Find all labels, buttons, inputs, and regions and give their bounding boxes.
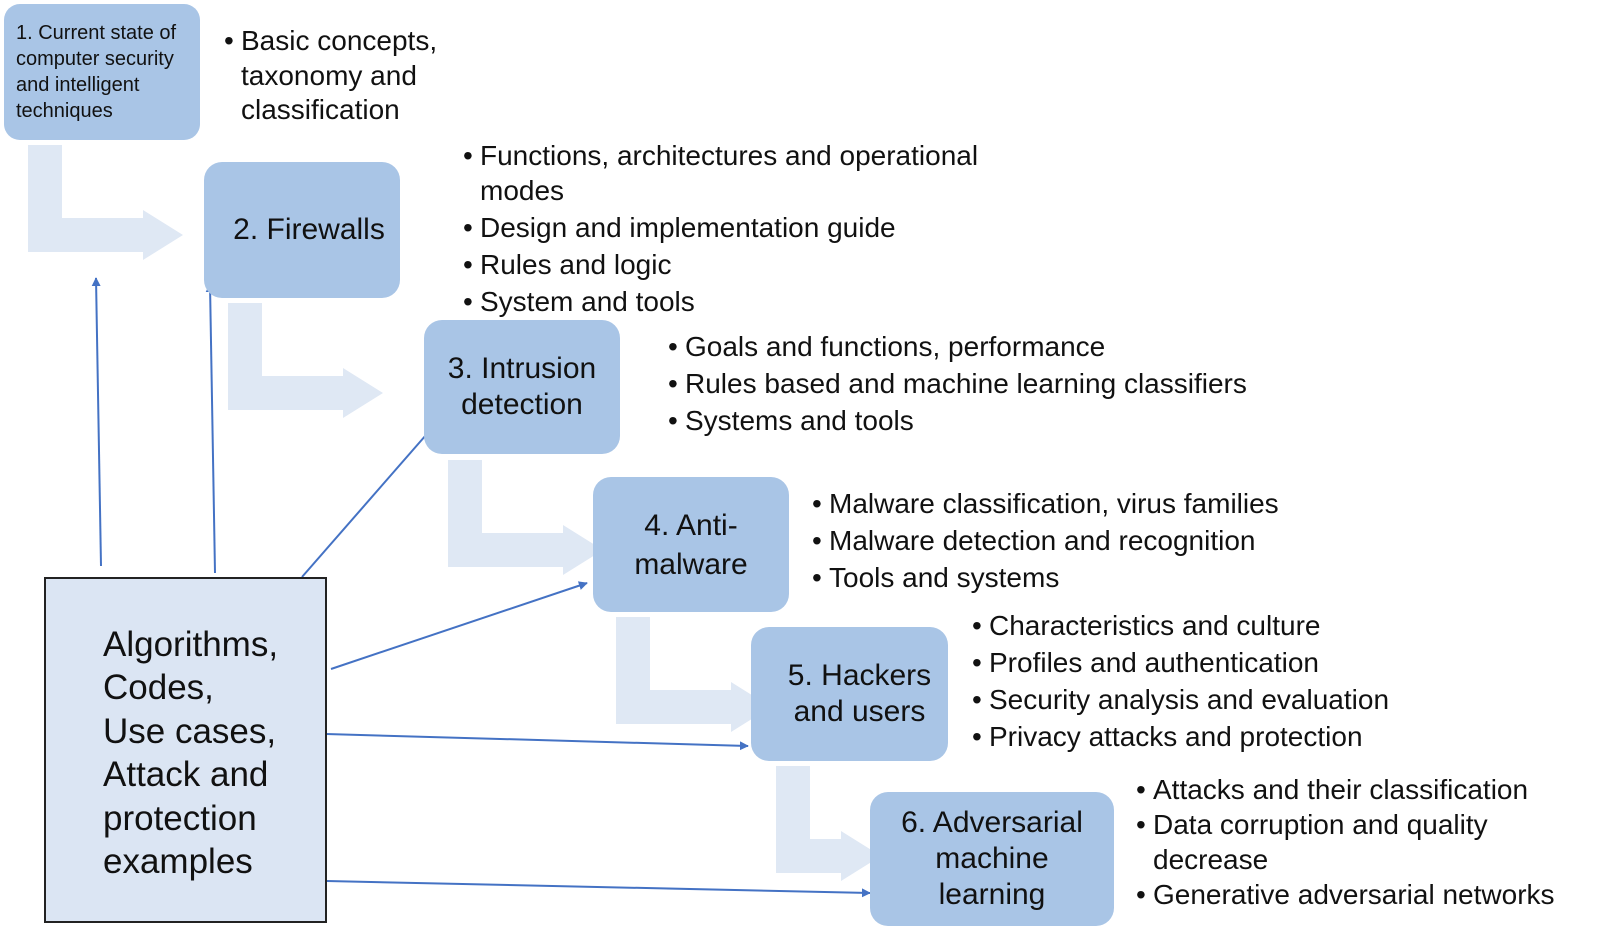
step-2-label: 2. Firewalls <box>233 213 385 246</box>
step-1-bullet-list: Basic concepts, taxonomy and classificat… <box>224 24 437 128</box>
step-1-box: 1. Current state of computer security an… <box>4 4 200 140</box>
flow-arrow-1-to-2 <box>28 145 183 260</box>
bullet-item: Characteristics and culture <box>972 609 1389 644</box>
bullet-item: Profiles and authentication <box>972 646 1389 681</box>
algorithms-source-label: Algorithms, Codes, Use cases, Attack and… <box>103 624 279 882</box>
bullet-item: System and tools <box>463 285 978 320</box>
connector-arrow-to-step-3 <box>301 426 434 578</box>
bullet-item: Generative adversarial networks <box>1136 878 1555 913</box>
connector-arrows <box>91 277 871 898</box>
bullet-item: Functions, architectures and operational… <box>463 139 978 208</box>
bullet-item: Malware detection and recognition <box>812 524 1279 559</box>
step-1-label: 1. Current state of computer security an… <box>16 22 177 122</box>
connector-arrow-to-step-6 <box>326 880 871 898</box>
flow-arrow-4-to-5 <box>616 617 771 732</box>
step-5-box: 5. Hackers and users <box>751 627 948 761</box>
step-5-label: 5. Hackers and users <box>787 659 932 728</box>
flow-arrow-3-to-4 <box>448 460 603 575</box>
bullet-item: Data corruption and quality decrease <box>1136 808 1555 877</box>
bullet-item: Malware classification, virus families <box>812 487 1279 522</box>
flow-arrows <box>28 145 881 881</box>
step-4-bullet-list: Malware classification, virus families M… <box>812 487 1279 598</box>
bullet-item: Rules and logic <box>463 248 978 283</box>
step-5-bullet-list: Characteristics and culture Profiles and… <box>972 609 1389 757</box>
step-4-box: 4. Anti- malware <box>593 477 789 612</box>
bullet-item: Rules based and machine learning classif… <box>668 367 1247 402</box>
step-2-bullet-list: Functions, architectures and operational… <box>463 139 978 322</box>
step-2-box: 2. Firewalls <box>204 162 400 298</box>
connector-arrow-to-step-5 <box>325 733 749 751</box>
step-6-label: 6. Adversarial machine learning <box>901 806 1083 911</box>
bullet-item: Goals and functions, performance <box>668 330 1247 365</box>
bullet-item: Security analysis and evaluation <box>972 683 1389 718</box>
step-6-bullet-list: Attacks and their classification Data co… <box>1136 773 1555 913</box>
bullet-item: Privacy attacks and protection <box>972 720 1389 755</box>
bullet-item: Tools and systems <box>812 561 1279 596</box>
bullet-item: Attacks and their classification <box>1136 773 1555 808</box>
step-3-bullet-list: Goals and functions, performance Rules b… <box>668 330 1247 441</box>
bullet-item: Basic concepts, taxonomy and classificat… <box>224 24 437 128</box>
algorithms-source-box: Algorithms, Codes, Use cases, Attack and… <box>44 577 327 923</box>
connector-arrow-to-step-1 <box>91 277 102 567</box>
bullet-item: Design and implementation guide <box>463 211 978 246</box>
flow-arrow-5-to-6 <box>776 766 881 881</box>
step-3-box: 3. Intrusion detection <box>424 320 620 454</box>
flow-arrow-2-to-3 <box>228 303 383 418</box>
step-6-box: 6. Adversarial machine learning <box>870 792 1114 926</box>
connector-arrow-to-step-2 <box>205 283 216 574</box>
connector-arrow-to-step-4 <box>330 581 588 670</box>
bullet-item: Systems and tools <box>668 404 1247 439</box>
step-4-label: 4. Anti- malware <box>634 508 748 581</box>
step-3-label: 3. Intrusion detection <box>447 352 597 421</box>
